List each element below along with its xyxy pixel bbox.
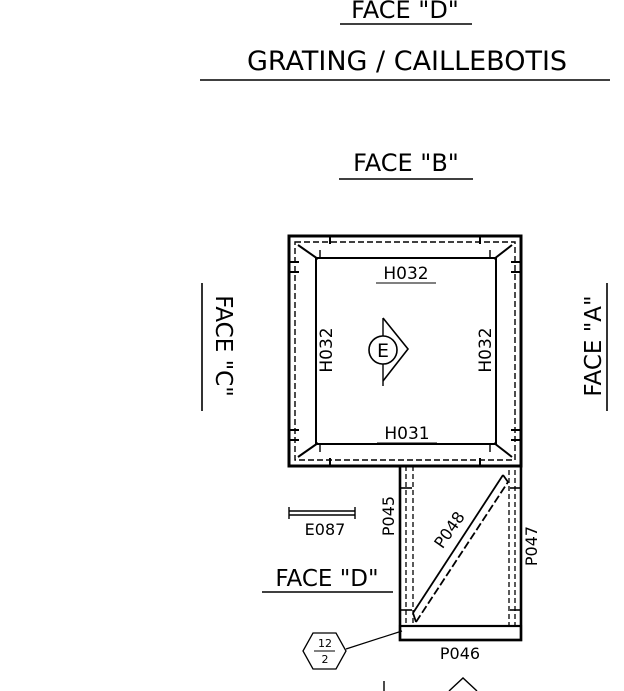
bottom-partial-marker (383, 677, 478, 691)
diagonal-brace (412, 474, 504, 614)
top-face-heading: FACE "D" (340, 0, 472, 25)
grating-heading: GRATING / CAILLEBOTIS (200, 46, 610, 81)
svg-text:GRATING / CAILLEBOTIS: GRATING / CAILLEBOTIS (247, 46, 567, 77)
corner-bevel-bl (297, 442, 319, 458)
elevation-marker: E (368, 317, 410, 386)
face-c-label: FACE "C" (201, 283, 236, 411)
left-beam-label: H032 (317, 327, 337, 372)
left-post-label: P045 (379, 496, 398, 536)
top-beam-label: H032 (383, 264, 428, 284)
svg-text:FACE "C": FACE "C" (210, 295, 236, 397)
upper-frame-dashed-edge (294, 241, 516, 461)
detail-leader-line (345, 630, 403, 650)
corner-bevel-tr (493, 244, 513, 260)
svg-text:FACE "D": FACE "D" (351, 0, 459, 24)
bottom-post-label: P046 (440, 644, 480, 663)
face-b-heading: FACE "B" (339, 149, 473, 180)
face-a-label: FACE "A" (581, 283, 608, 411)
legend-bar-e087: E087 (288, 507, 356, 539)
svg-text:FACE "B": FACE "B" (353, 149, 459, 177)
elevation-circle (368, 335, 398, 365)
face-d-label: FACE "D" (262, 566, 393, 593)
right-beam-label: H032 (476, 327, 496, 372)
corner-bevel-tl (297, 244, 319, 260)
detail-callout: 12 2 (302, 630, 403, 670)
svg-text:E087: E087 (305, 520, 346, 539)
upper-frame-inner (315, 257, 497, 445)
lower-frame (398, 464, 523, 642)
svg-text:12: 12 (318, 637, 332, 650)
svg-text:FACE "D": FACE "D" (275, 566, 378, 592)
svg-text:2: 2 (322, 653, 329, 666)
bottom-post-member (398, 624, 523, 642)
diagonal-label: P048 (430, 508, 469, 552)
svg-text:E: E (377, 340, 389, 362)
svg-text:FACE "A": FACE "A" (581, 295, 607, 396)
bottom-beam-label: H031 (384, 424, 429, 444)
corner-bevel-br (493, 442, 513, 458)
right-post-label: P047 (522, 526, 541, 566)
